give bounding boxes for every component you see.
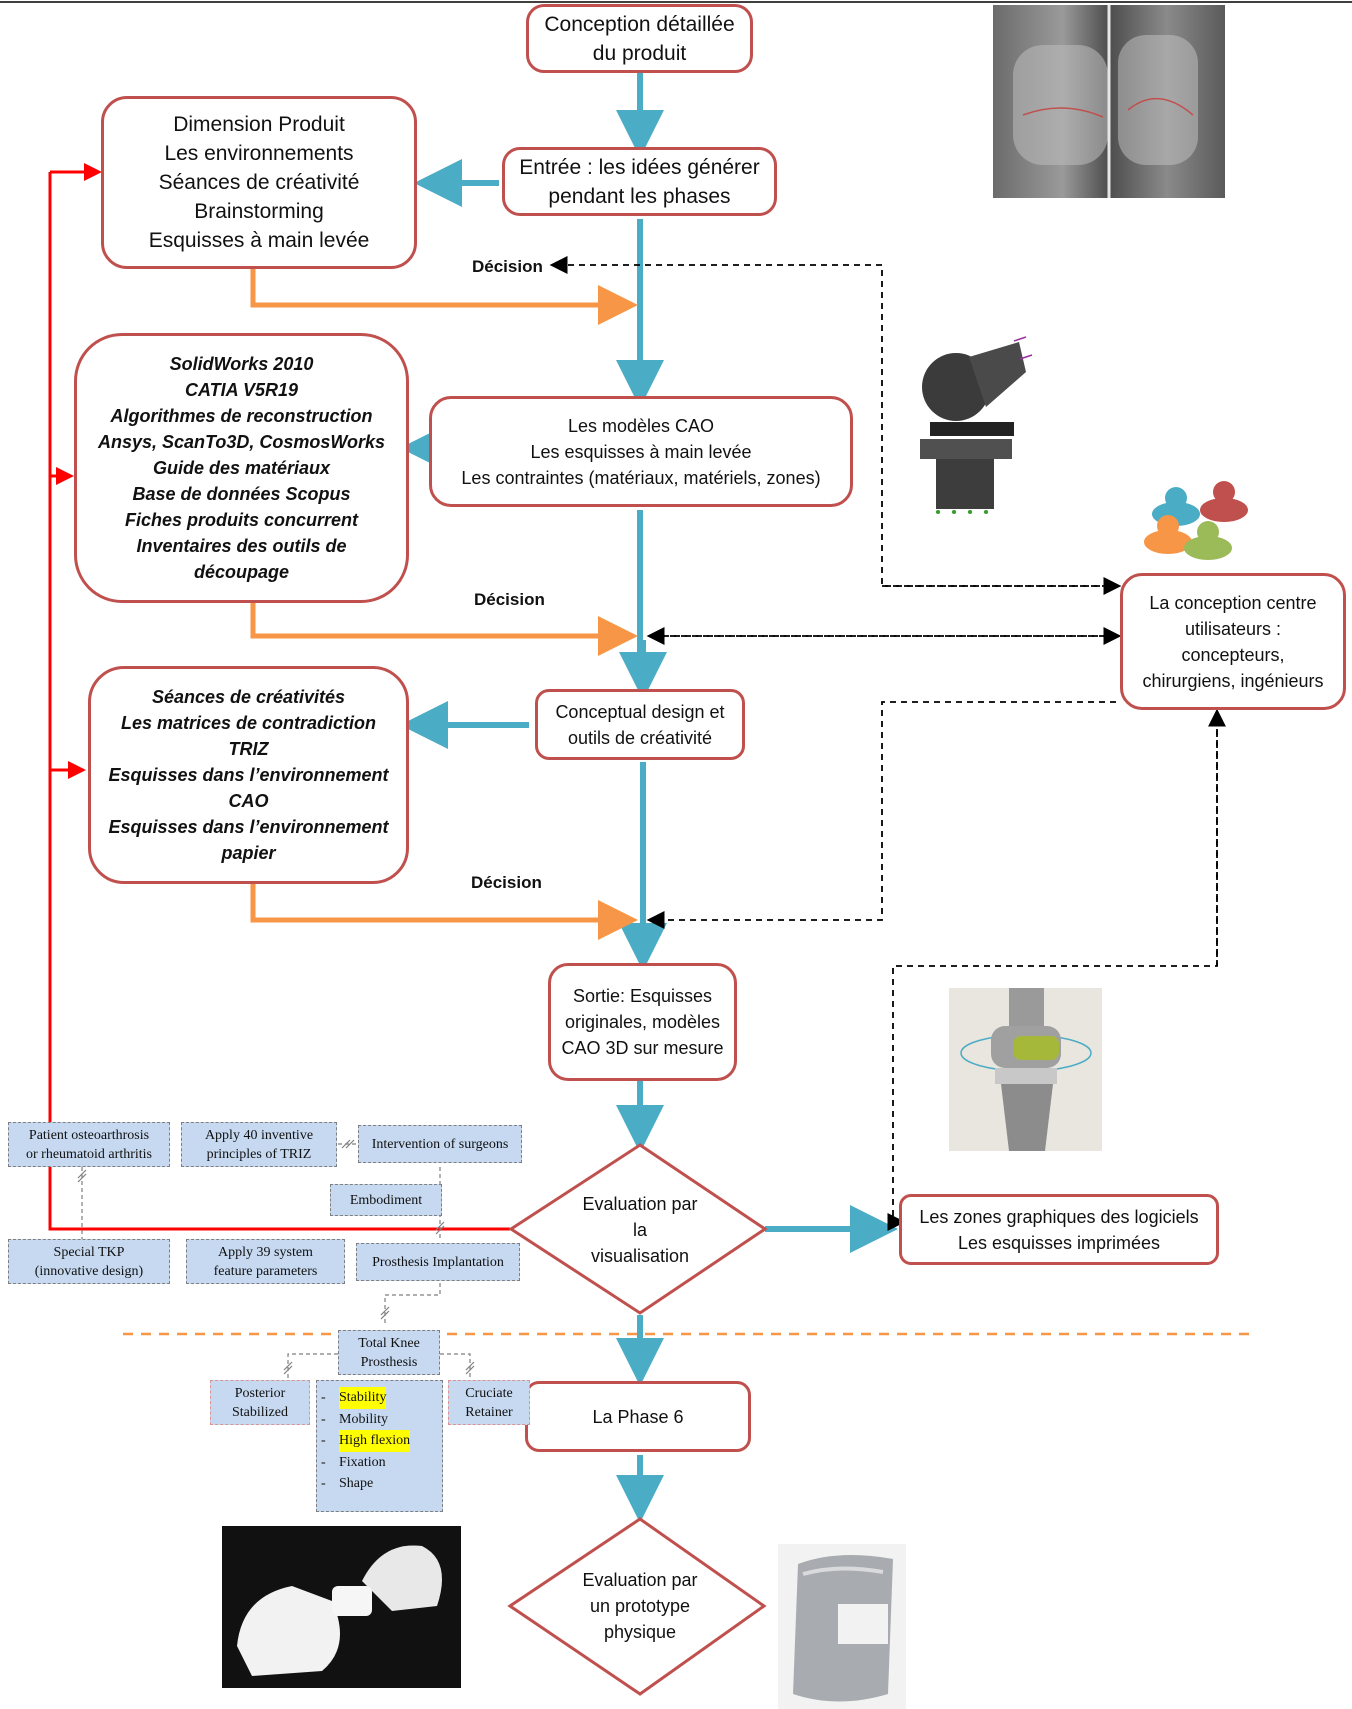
tag-embodiment: Embodiment [330,1184,442,1216]
feature-item: -Mobility [321,1411,389,1427]
decision-label-1: Décision [472,257,543,276]
user-group-icon [1138,470,1258,565]
knee-3d-render-image [949,988,1102,1151]
knee-mesh-model-image [914,327,1034,517]
diamond-prototype [507,1517,767,1696]
tag-intervention-surgeons: Intervention of surgeons [358,1125,522,1163]
main-flow-arrows [400,72,898,1523]
tag-connector-marks [77,1139,475,1375]
user-feedback-links [549,256,1226,1231]
decision-label-3: Décision [471,873,542,892]
tag-special-tkp: Special TKP(innovative design) [8,1239,170,1284]
feature-item: -Fixation [321,1454,386,1470]
tag-prosthesis-implantation: Prosthesis Implantation [356,1243,520,1281]
knee-xray-image [993,5,1225,198]
metal-prototype-photo [778,1544,906,1709]
feedback-loop [48,163,510,1231]
feature-item: -Shape [321,1476,374,1491]
white-prototype-photo [222,1526,461,1688]
input-arrows [250,269,638,940]
feature-item: -Stability [321,1387,387,1409]
feature-item: -High flexion [321,1430,411,1452]
decision-label-2: Décision [474,590,545,609]
diamond-visualisation [508,1143,768,1315]
box-phase-6: La Phase 6 [525,1381,751,1452]
tag-tkp-features-list: -Stability -Mobility -High flexion -Fixa… [316,1380,443,1512]
